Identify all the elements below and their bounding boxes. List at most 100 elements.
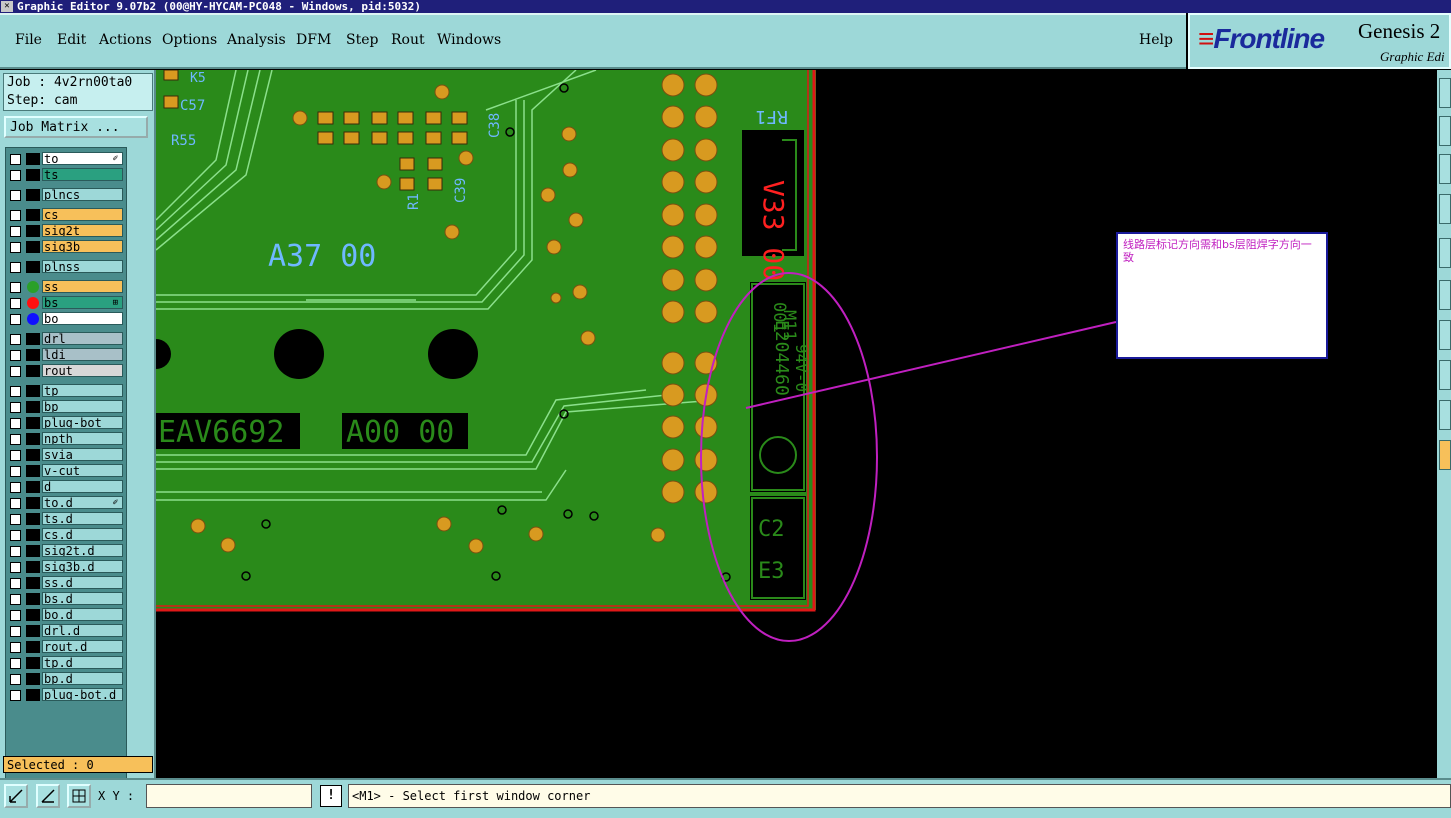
layer-name[interactable]: plncs (42, 188, 123, 201)
layer-name[interactable]: npth (42, 432, 123, 445)
layer-name[interactable]: ts.d (42, 512, 123, 525)
layer-row[interactable]: bo.d (6, 608, 126, 622)
menu-help[interactable]: Help (1139, 32, 1173, 48)
menu-edit[interactable]: Edit (57, 32, 87, 48)
layer-name[interactable]: to.d✐ (42, 496, 123, 509)
right-tool-button[interactable] (1439, 400, 1451, 430)
menu-analysis[interactable]: Analysis (227, 32, 286, 48)
layer-row[interactable]: ts (6, 168, 126, 182)
layer-row[interactable]: bp.d (6, 672, 126, 686)
layer-name[interactable]: rout (42, 364, 123, 377)
layer-checkbox[interactable] (10, 626, 21, 637)
layer-checkbox[interactable] (10, 170, 21, 181)
layer-checkbox[interactable] (10, 226, 21, 237)
layer-row[interactable]: to.d✐ (6, 496, 126, 510)
layer-name[interactable]: svia (42, 448, 123, 461)
layer-name[interactable]: d (42, 480, 123, 493)
layer-checkbox[interactable] (10, 282, 21, 293)
right-tool-button[interactable] (1439, 280, 1451, 310)
layer-name[interactable]: ss (42, 280, 123, 293)
layer-name[interactable]: rout.d (42, 640, 123, 653)
right-tool-button[interactable] (1439, 116, 1451, 146)
layer-name[interactable]: plug-bot (42, 416, 123, 429)
layer-checkbox[interactable] (10, 690, 21, 701)
layer-name[interactable]: cs (42, 208, 123, 221)
layer-checkbox[interactable] (10, 674, 21, 685)
layer-checkbox[interactable] (10, 402, 21, 413)
layer-name[interactable]: ss.d (42, 576, 123, 589)
layer-row[interactable]: npth (6, 432, 126, 446)
layer-name[interactable]: sig2t.d (42, 544, 123, 557)
layer-checkbox[interactable] (10, 658, 21, 669)
layer-checkbox[interactable] (10, 262, 21, 273)
right-tool-button[interactable] (1439, 440, 1451, 470)
layer-checkbox[interactable] (10, 482, 21, 493)
right-tool-button[interactable] (1439, 238, 1451, 268)
layer-name[interactable]: bp.d (42, 672, 123, 685)
layer-row[interactable]: bs⊞ (6, 296, 126, 310)
layer-checkbox[interactable] (10, 530, 21, 541)
layer-row[interactable]: bo (6, 312, 126, 326)
layer-row[interactable]: tp.d (6, 656, 126, 670)
menu-dfm[interactable]: DFM (296, 32, 332, 48)
right-tool-button[interactable] (1439, 78, 1451, 108)
menu-file[interactable]: File (15, 32, 42, 48)
layer-name[interactable]: bs.d (42, 592, 123, 605)
layer-checkbox[interactable] (10, 450, 21, 461)
layer-checkbox[interactable] (10, 610, 21, 621)
layer-row[interactable]: sig2t.d (6, 544, 126, 558)
layer-checkbox[interactable] (10, 514, 21, 525)
layer-row[interactable]: d (6, 480, 126, 494)
layer-checkbox[interactable] (10, 350, 21, 361)
layer-name[interactable]: tp.d (42, 656, 123, 669)
layer-checkbox[interactable] (10, 498, 21, 509)
layer-checkbox[interactable] (10, 386, 21, 397)
graphic-canvas[interactable]: A37 00 EAV6692 A00 00 RF1 V33 00 R55 C57… (156, 70, 1437, 778)
layer-row[interactable]: rout.d (6, 640, 126, 654)
layer-name[interactable]: bp (42, 400, 123, 413)
menu-actions[interactable]: Actions (99, 32, 152, 48)
layer-row[interactable]: cs (6, 208, 126, 222)
app-close-icon[interactable]: ✕ (1, 1, 13, 12)
zoom-window-button[interactable] (4, 784, 28, 808)
layer-row[interactable]: plnss (6, 260, 126, 274)
layer-name[interactable]: sig3b.d (42, 560, 123, 573)
layer-name[interactable]: ts (42, 168, 123, 181)
layer-row[interactable]: ldi (6, 348, 126, 362)
right-tool-button[interactable] (1439, 320, 1451, 350)
layer-row[interactable]: v-cut (6, 464, 126, 478)
layer-checkbox[interactable] (10, 578, 21, 589)
layer-row[interactable]: svia (6, 448, 126, 462)
layer-row[interactable]: to✐ (6, 152, 126, 166)
layer-row[interactable]: plncs (6, 188, 126, 202)
layer-checkbox[interactable] (10, 418, 21, 429)
layer-name[interactable]: ldi (42, 348, 123, 361)
layer-name[interactable]: cs.d (42, 528, 123, 541)
layer-name[interactable]: drl.d (42, 624, 123, 637)
menu-step[interactable]: Step (346, 32, 379, 48)
menu-windows[interactable]: Windows (437, 32, 502, 48)
menu-options[interactable]: Options (162, 32, 218, 48)
layer-row[interactable]: ss.d (6, 576, 126, 590)
right-tool-button[interactable] (1439, 154, 1451, 184)
layer-name[interactable]: sig3b (42, 240, 123, 253)
layer-checkbox[interactable] (10, 366, 21, 377)
layer-checkbox[interactable] (10, 242, 21, 253)
layer-checkbox[interactable] (10, 298, 21, 309)
layer-checkbox[interactable] (10, 334, 21, 345)
layer-row[interactable]: sig3b (6, 240, 126, 254)
xy-input[interactable] (146, 784, 312, 808)
layer-row[interactable]: plug-bot (6, 416, 126, 430)
layer-checkbox[interactable] (10, 314, 21, 325)
layer-name[interactable]: bs⊞ (42, 296, 123, 309)
menu-rout[interactable]: Rout (391, 32, 425, 48)
layer-checkbox[interactable] (10, 546, 21, 557)
layer-row[interactable]: drl (6, 332, 126, 346)
snap-grid-button[interactable] (67, 784, 91, 808)
message-button[interactable]: ! (320, 785, 342, 807)
layer-row[interactable]: ts.d (6, 512, 126, 526)
layer-checkbox[interactable] (10, 466, 21, 477)
layer-checkbox[interactable] (10, 154, 21, 165)
layer-row[interactable]: ss (6, 280, 126, 294)
layer-row[interactable]: cs.d (6, 528, 126, 542)
